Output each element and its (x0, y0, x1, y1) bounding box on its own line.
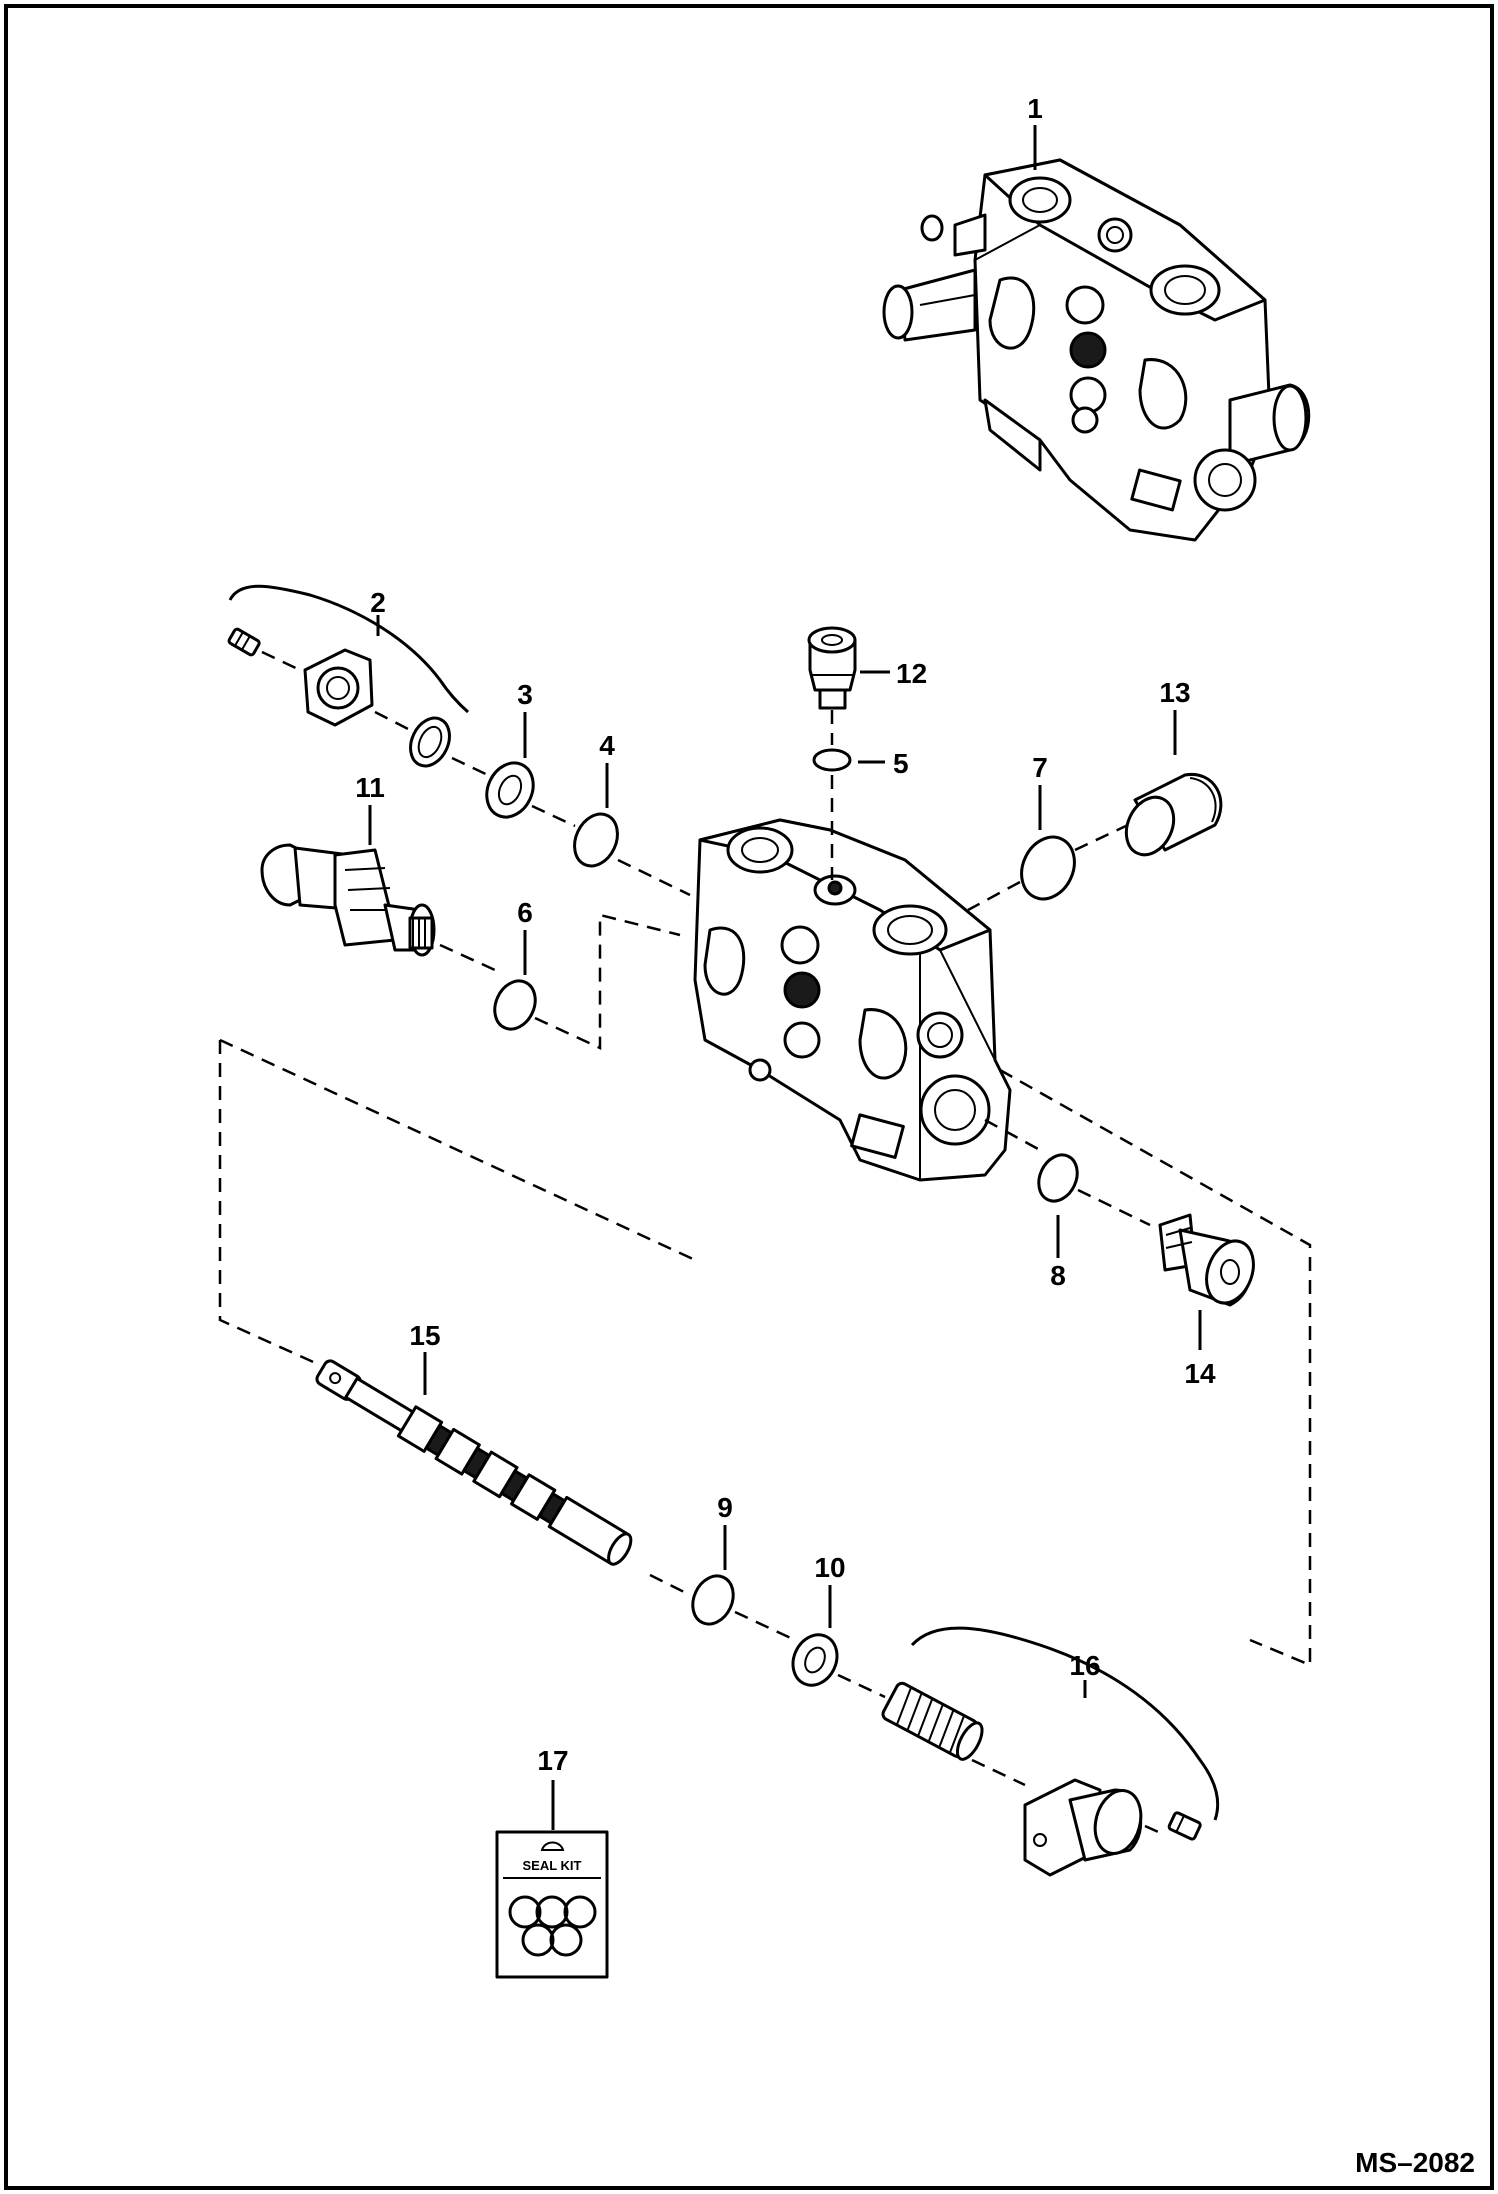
part-17-seal-kit: 17 SEAL KIT (495, 1745, 609, 1979)
part-13-plug: 13 (1124, 677, 1223, 857)
part-label: 1 (1027, 93, 1043, 124)
part-10-washer: 10 (791, 1552, 886, 1699)
part-label: 17 (537, 1745, 568, 1776)
part-15-spool: 15 (315, 1320, 691, 1597)
part-2-cover-plate: 2 (227, 584, 469, 768)
part-14-plug: 14 (1158, 1213, 1255, 1389)
part-4-o-ring: 4 (531, 730, 691, 897)
part-16-spring-cap: 16 (881, 1626, 1220, 1877)
assembly-path (218, 1038, 1312, 1667)
part-label: 9 (717, 1492, 733, 1523)
part-label: 8 (1050, 1260, 1066, 1291)
part-label: 13 (1159, 677, 1190, 708)
part-7-o-ring: 7 (967, 752, 1129, 912)
part-label: 14 (1184, 1358, 1216, 1389)
part-label: 10 (814, 1552, 845, 1583)
part-label: 7 (1032, 752, 1048, 783)
part-9-o-ring: 9 (691, 1492, 796, 1642)
part-12-check-valve: 12 (807, 626, 927, 745)
drawing-code: MS–2082 (1355, 2147, 1475, 2178)
part-3-washer: 3 (451, 679, 535, 819)
part-label: 3 (517, 679, 533, 710)
part-label: 2 (370, 587, 386, 618)
part-label: 4 (599, 730, 615, 761)
valve-section-body (693, 818, 1012, 1182)
part-11-relief-valve: 11 (260, 772, 496, 972)
part-label: 16 (1069, 1650, 1100, 1681)
part-label: 12 (896, 658, 927, 689)
part-label: 15 (409, 1320, 440, 1351)
part-label: 5 (893, 748, 909, 779)
seal-kit-text: SEAL KIT (523, 1858, 582, 1873)
page-border (4, 4, 1494, 2190)
part-6-o-ring: 6 (493, 897, 681, 1050)
part-1-valve-assembly: 1 (882, 93, 1311, 542)
part-8-o-ring: 8 (1037, 1153, 1151, 1291)
part-label: 11 (355, 772, 385, 803)
part-label: 6 (517, 897, 533, 928)
part-5-o-ring: 5 (812, 748, 909, 880)
